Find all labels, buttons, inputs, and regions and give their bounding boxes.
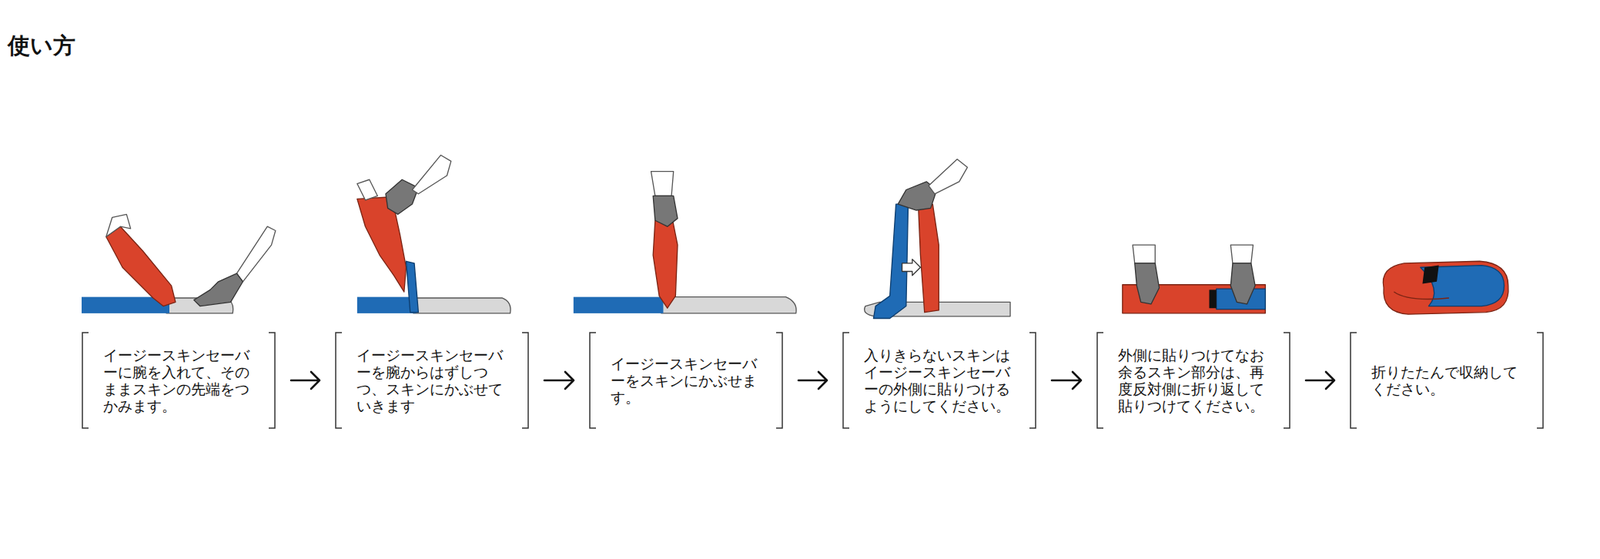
step-arrow [291,371,320,389]
step-text: イージースキンセーバーに腕を入れて、そのままスキンの先端をつかみます。 [81,338,255,423]
step-6-illustration [1382,261,1509,315]
step-text: イージースキンセーバーを腕からはずしつつ、スキンにかぶせていきます [334,338,508,423]
step-box: 入りきらないスキンはイージースキンセーバーの外側に貼りつけるようにしてください。 [842,331,1037,429]
step-text: 折りたたんで収納してください。 [1349,355,1523,406]
step-5-illustration [1122,244,1266,314]
step-arrow [544,371,574,389]
step-3-illustration [573,171,797,314]
step-text: イージースキンセーバーをスキンにかぶせます。 [589,347,762,415]
step-box: 折りたたんで収納してください。 [1349,331,1544,429]
step-4-illustration [864,159,1011,319]
page-title: 使い方 [7,30,76,62]
step-text: 外側に貼りつけてなお余るスキン部分は、再度反対側に折り返して貼りつけてください。 [1096,338,1269,423]
step-arrow [1051,371,1082,389]
step-box: イージースキンセーバーをスキンにかぶせます。 [589,331,784,429]
step-arrow [1305,371,1335,389]
step-2-illustration [357,154,511,313]
step-box: 外側に貼りつけてなお余るスキン部分は、再度反対側に折り返して貼りつけてください。 [1096,331,1291,429]
step-1-illustration [81,214,276,314]
step-box: イージースキンセーバーを腕からはずしつつ、スキンにかぶせていきます [334,331,529,429]
step-arrow [798,371,827,389]
step-box: イージースキンセーバーに腕を入れて、そのままスキンの先端をつかみます。 [81,331,276,429]
step-text: 入りきらないスキンはイージースキンセーバーの外側に貼りつけるようにしてください。 [842,338,1015,423]
